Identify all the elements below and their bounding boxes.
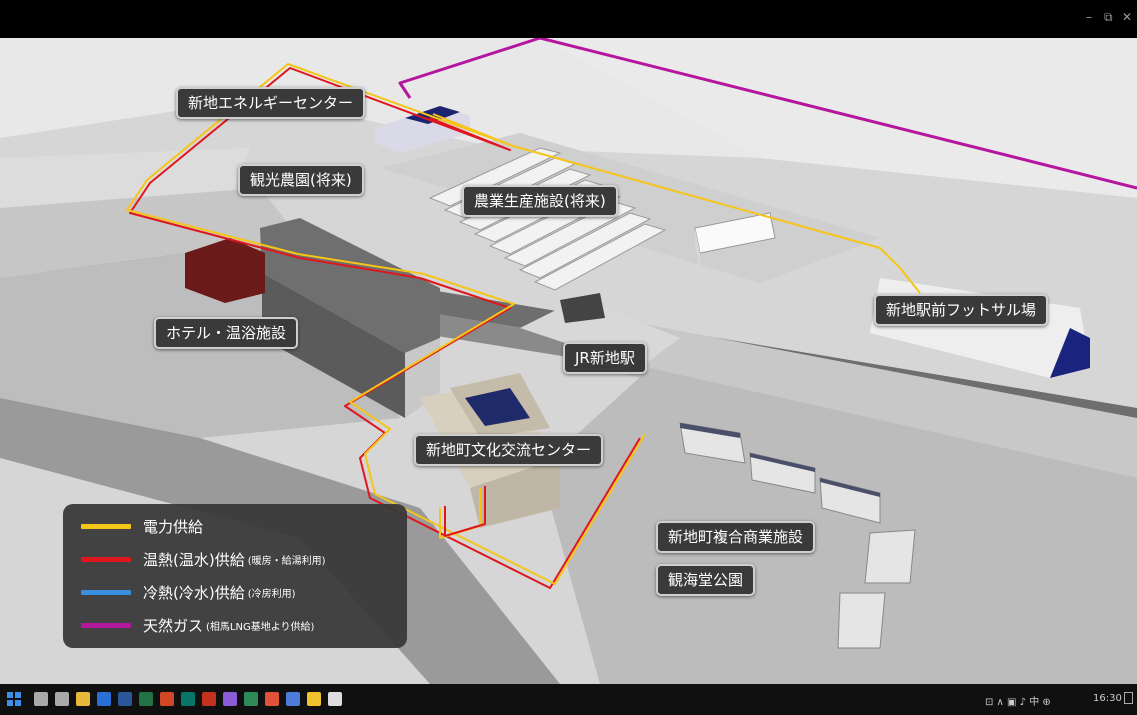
taskbar: ⊡ ∧ ▣ ♪ 中 ⊕ 16:30: [0, 684, 1137, 715]
paint-icon[interactable]: [286, 692, 300, 706]
legend-item-heat: 温熱(温水)供給 (暖房・給湯利用): [63, 543, 407, 576]
legend-swatch-heat: [81, 557, 131, 562]
search-icon[interactable]: [34, 692, 48, 706]
start-icon[interactable]: [7, 692, 21, 706]
legend-swatch-power: [81, 524, 131, 529]
restore-button[interactable]: ⧉: [1104, 10, 1113, 24]
label-agri-facility: 農業生産施設(将来): [462, 185, 618, 217]
heat-line-culture: [444, 486, 486, 537]
powerpoint-icon[interactable]: [160, 692, 174, 706]
close-button[interactable]: ✕: [1122, 10, 1133, 24]
minimize-button[interactable]: –: [1086, 10, 1092, 24]
gas-line-link: [398, 38, 541, 99]
label-energy-center: 新地エネルギーセンター: [176, 87, 366, 119]
label-tourist-farm: 観光農園(将来): [238, 164, 364, 196]
maps-icon[interactable]: [244, 692, 258, 706]
legend-item-power: 電力供給: [63, 510, 407, 543]
publisher-icon[interactable]: [181, 692, 195, 706]
task-view-icon[interactable]: [55, 692, 69, 706]
label-commercial: 新地町複合商業施設: [656, 521, 816, 553]
legend-note: (暖房・給湯利用): [247, 556, 326, 567]
supply-lines: [126, 38, 1137, 589]
word-icon[interactable]: [118, 692, 132, 706]
chrome-icon[interactable]: [265, 692, 279, 706]
legend-swatch-cool: [81, 590, 131, 595]
legend-item-gas: 天然ガス (相馬LNG基地より供給): [63, 609, 407, 642]
legend-label: 冷熱(冷水)供給: [143, 584, 245, 602]
explorer-icon[interactable]: [76, 692, 90, 706]
label-hotel: ホテル・温浴施設: [154, 317, 299, 349]
label-park: 観海堂公園: [656, 564, 756, 596]
notes-icon[interactable]: [307, 692, 321, 706]
photos-icon[interactable]: [223, 692, 237, 706]
heat-line-energy: [129, 67, 511, 279]
legend-label: 電力供給: [143, 518, 204, 536]
legend: 電力供給 温熱(温水)供給 (暖房・給湯利用) 冷熱(冷水)供給 (冷房利用) …: [63, 504, 407, 648]
site-map: 新地エネルギーセンター 観光農園(将来) 農業生産施設(将来) ホテル・温浴施設…: [0, 38, 1137, 684]
gas-line: [539, 38, 1137, 190]
label-futsal: 新地駅前フットサル場: [874, 294, 1049, 326]
system-tray-icons[interactable]: ⊡ ∧ ▣ ♪ 中 ⊕: [985, 697, 1051, 708]
legend-label: 温熱(温水)供給: [143, 551, 245, 569]
excel-icon[interactable]: [139, 692, 153, 706]
power-line-farm: [512, 145, 921, 294]
legend-note: (冷房利用): [247, 589, 296, 600]
label-culture-center: 新地町文化交流センター: [414, 434, 604, 466]
clock[interactable]: 16:30: [1093, 693, 1122, 704]
media-icon[interactable]: [328, 692, 342, 706]
legend-note: (相馬LNG基地より供給): [206, 622, 315, 633]
label-station: JR新地駅: [563, 342, 647, 374]
outlook-icon[interactable]: [97, 692, 111, 706]
legend-item-cool: 冷熱(冷水)供給 (冷房利用): [63, 576, 407, 609]
legend-swatch-gas: [81, 623, 131, 628]
legend-label: 天然ガス: [143, 617, 204, 635]
power-line-hotel: [349, 273, 646, 585]
window-title-bar: – ⧉ ✕: [0, 0, 1137, 38]
notification-icon[interactable]: [1124, 692, 1133, 704]
adobe-icon[interactable]: [202, 692, 216, 706]
